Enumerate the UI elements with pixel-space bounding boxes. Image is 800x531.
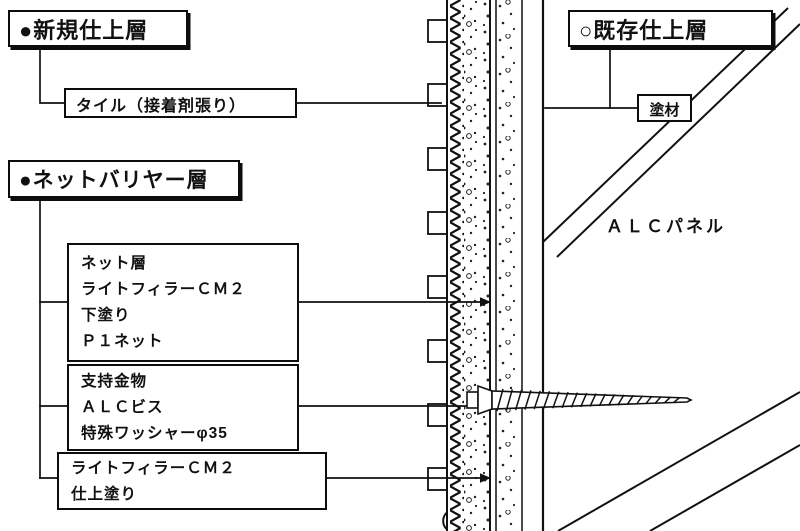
existing-coat-stipple-band (497, 0, 522, 531)
alc-panel-break-lines (542, 7, 800, 531)
net-layer-spec-box: ネット層 ライトフィラーＣＭ２ 下塗り Ｐ１ネット (67, 243, 299, 362)
tile-adhesive-label-box: タイル（接着剤張り） (64, 88, 297, 118)
screw-fastener (466, 384, 693, 416)
net-layer-spec-line: 下塗り (81, 307, 131, 324)
screw-head (466, 391, 479, 409)
special-washer (477, 384, 493, 416)
screw-threads (496, 388, 681, 412)
net-layer-spec-line: Ｐ１ネット (81, 333, 164, 350)
leader-arrow-finish-coat (480, 473, 491, 483)
support-spec-line: 支持金物 (81, 373, 148, 390)
finish-coat-spec-box: ライトフィラーＣＭ２ 仕上塗り (57, 452, 327, 510)
leader-arrow-net-layer (480, 297, 491, 307)
net-layer-spec-line: ネット層 (81, 255, 148, 272)
new-finish-layer-heading: ●新規仕上層 (8, 10, 188, 47)
support-spec-line: 特殊ワッシャーφ35 (81, 425, 228, 442)
finish-coat-spec-line: ライトフィラーＣＭ２ (71, 460, 236, 477)
finish-coat-spec-line: 仕上塗り (71, 486, 138, 503)
coating-material-label-box: 塗材 (637, 94, 692, 122)
alc-panel-label: ＡＬＣパネル (606, 217, 726, 236)
adhesive-zigzag (450, 0, 464, 531)
wall-section (427, 0, 545, 531)
partial-caption: （ (430, 512, 448, 531)
net-barrier-layer-heading: ●ネットバリヤー層 (8, 160, 240, 198)
tile-layer (427, 19, 448, 491)
leader-lines (39, 46, 638, 479)
net-layer-spec-line: ライトフィラーＣＭ２ (81, 281, 246, 298)
support-hardware-spec-box: 支持金物 ＡＬＣビス 特殊ワッシャーφ35 (67, 364, 299, 451)
filler-stipple-band (464, 0, 490, 531)
support-spec-line: ＡＬＣビス (81, 399, 164, 416)
screw-shaft (491, 390, 693, 410)
existing-finish-layer-heading: ○既存仕上層 (568, 10, 773, 47)
